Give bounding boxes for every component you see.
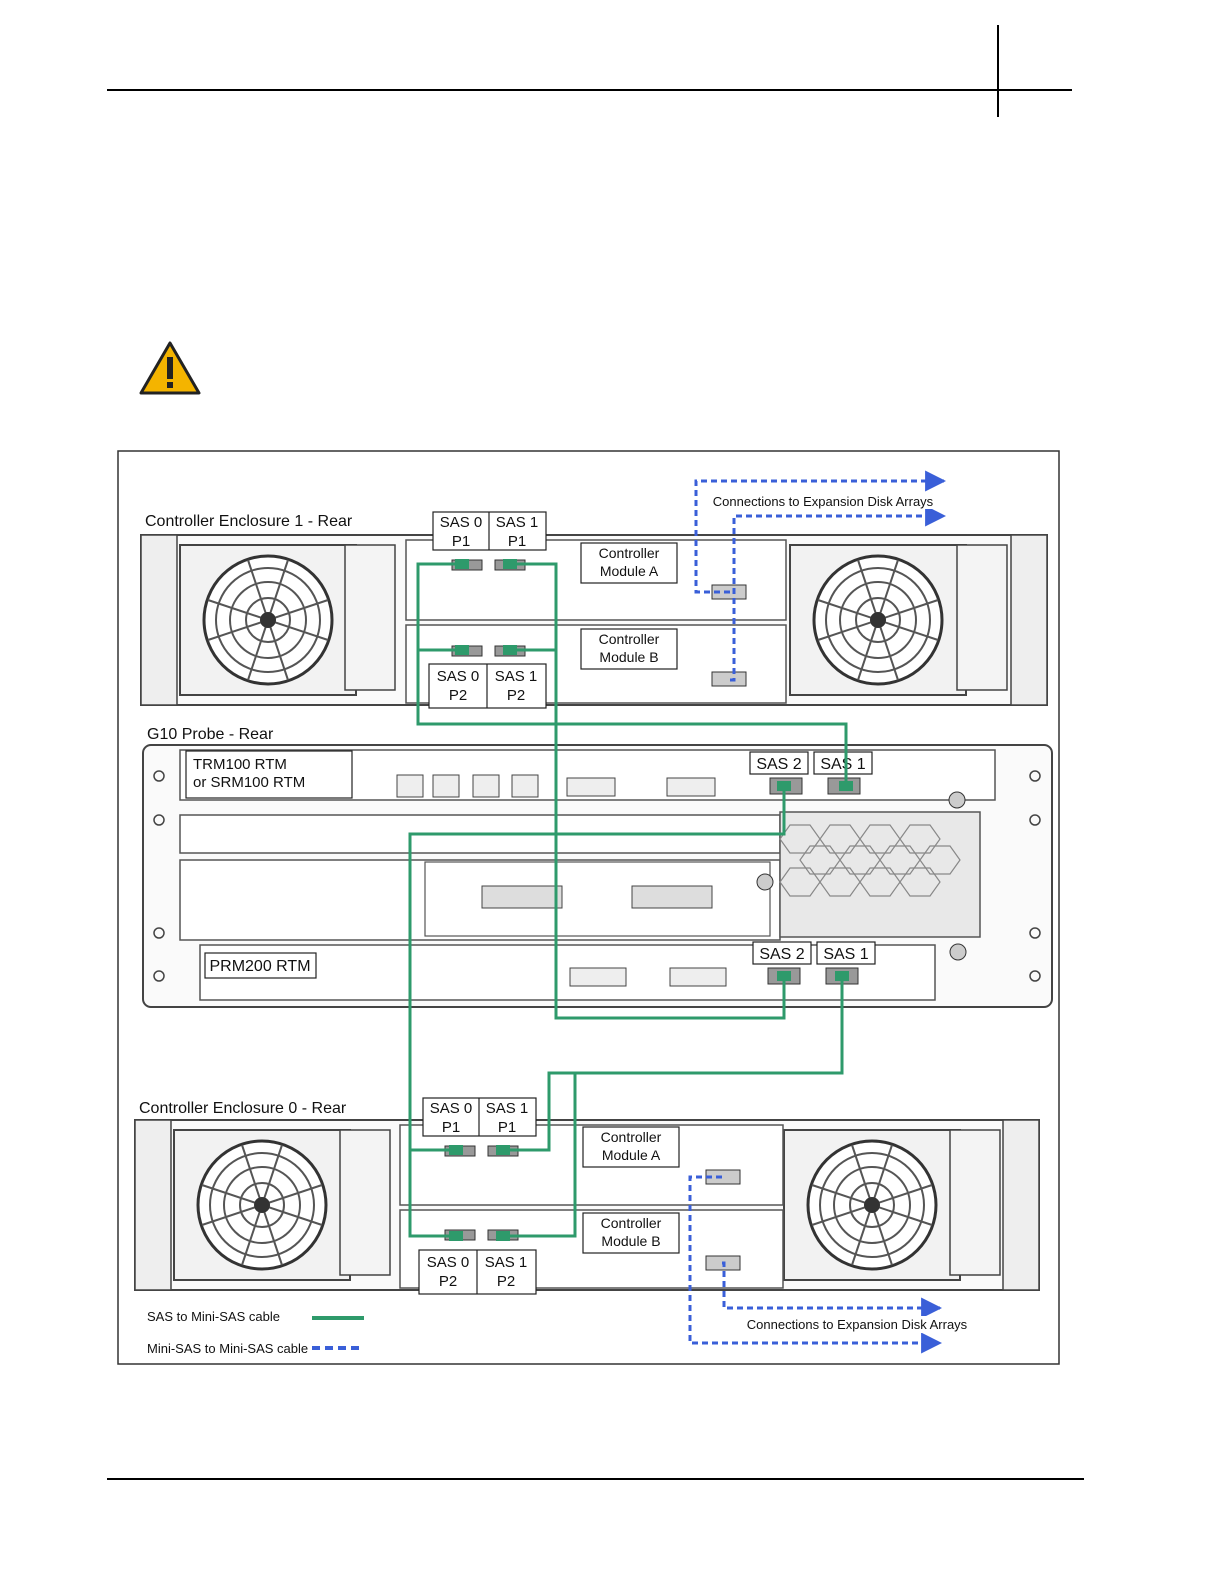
sas-cable [503,976,844,1152]
probe-title: G10 Probe - Rear [147,726,274,743]
prm-port-sas2: SAS 2 [759,946,804,963]
legend-sas-label: SAS to Mini-SAS cable [147,1309,280,1324]
legend: SAS to Mini-SAS cable Mini-SAS to Mini-S… [147,1309,364,1356]
prm-port-sas1: SAS 1 [823,946,868,963]
header-rule [107,89,1072,91]
expansion-label-bottom: Connections to Expansion Disk Arrays [747,1317,968,1332]
sas-cable [408,788,786,1238]
enclosure1-title: Controller Enclosure 1 - Rear [145,513,353,530]
footer-rule [107,1478,1084,1480]
warning-icon [139,341,201,395]
fan-icon [178,543,358,697]
enclosure0-title: Controller Enclosure 0 - Rear [139,1100,347,1117]
prm-label: PRM200 RTM [209,958,310,975]
fan-icon [782,1128,962,1282]
minisas-cable [722,1261,943,1319]
trm-port-sas1: SAS 1 [820,756,865,773]
fan-icon [172,1128,352,1282]
minisas-cable [688,1175,943,1354]
minisas-cable [730,505,947,682]
sas-cable [510,562,786,1020]
header-vertical-rule [997,25,999,117]
expansion-label-top: Connections to Expansion Disk Arrays [713,494,934,509]
controller-enclosure-0 [134,1119,1040,1291]
fan-icon [788,543,968,697]
legend-minisas-label: Mini-SAS to Mini-SAS cable [147,1341,308,1356]
sas-cable [416,562,848,788]
sas-cable [503,1073,577,1238]
sas-cable [416,648,462,664]
trm-port-sas2: SAS 2 [756,756,801,773]
